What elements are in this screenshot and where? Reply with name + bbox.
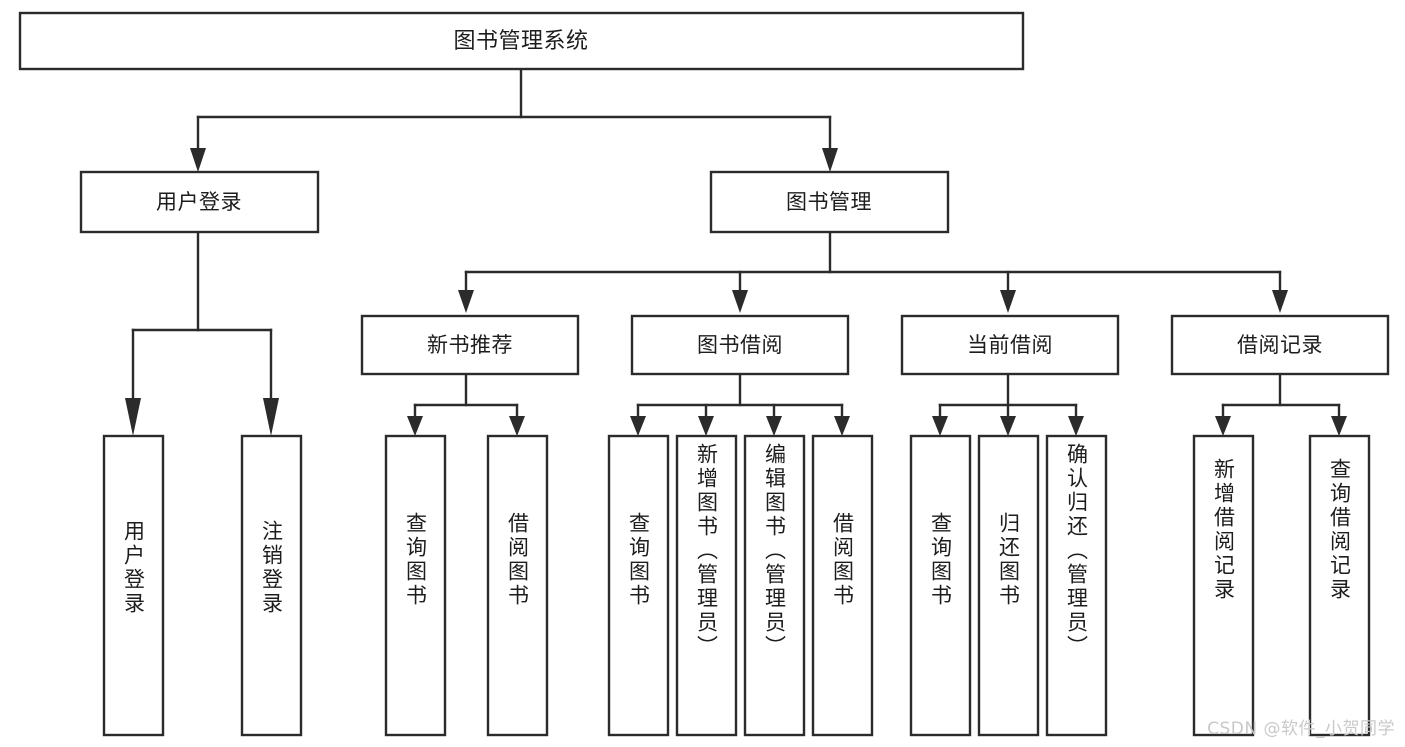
leaf-node-book-borrow-2[interactable] xyxy=(675,434,738,737)
arrow-l3-4 xyxy=(1272,290,1288,313)
node-borrow-record-box[interactable] xyxy=(1170,314,1390,376)
node-root[interactable]: 图书管理系统 xyxy=(18,11,1025,71)
arrow-bb-4 xyxy=(834,416,850,436)
connector-group-user-login xyxy=(125,230,279,436)
connector-group-book-borrow xyxy=(630,371,850,436)
node-root-label: 图书管理系统 xyxy=(453,29,588,54)
leaf-box-current-borrow-2[interactable] xyxy=(977,434,1040,737)
leaf-box-book-borrow-3[interactable] xyxy=(743,434,806,737)
connector-group-new-book xyxy=(407,371,525,436)
arrow-bb-2 xyxy=(698,416,714,436)
arrow-cb-2 xyxy=(1000,416,1016,436)
leaf-box-book-borrow-1[interactable] xyxy=(607,434,670,737)
leaf-node-borrow-record-2[interactable] xyxy=(1308,434,1371,737)
arrow-nb-2 xyxy=(509,416,525,436)
leaf-node-user-login-1[interactable] xyxy=(102,434,165,737)
leaf-node-book-borrow-1[interactable] xyxy=(607,434,670,737)
arrow-ul-2 xyxy=(263,398,279,436)
node-new-book-recommend[interactable]: 新书推荐 xyxy=(360,314,580,376)
connector-group-book-mgmt xyxy=(458,230,1288,313)
leaf-node-user-login-2[interactable] xyxy=(240,434,303,737)
node-book-borrow-label: 图书借阅 xyxy=(697,333,783,357)
node-new-book-recommend-box[interactable] xyxy=(360,314,580,376)
node-user-login-box[interactable] xyxy=(79,170,320,234)
leaf-box-new-book-2[interactable] xyxy=(486,434,549,737)
node-new-book-recommend-label: 新书推荐 xyxy=(427,333,513,357)
leaf-node-borrow-record-1[interactable] xyxy=(1192,434,1255,737)
leaf-box-new-book-1[interactable] xyxy=(384,434,447,737)
connector-group-borrow-record xyxy=(1215,371,1347,436)
leaf-box-book-borrow-2[interactable] xyxy=(675,434,738,737)
leaf-node-new-book-1[interactable] xyxy=(384,434,447,737)
leaf-node-new-book-2[interactable] xyxy=(486,434,549,737)
arrow-book-mgmt xyxy=(822,148,838,172)
arrow-l3-3 xyxy=(1000,290,1016,313)
connector-group-root xyxy=(190,67,838,172)
node-user-login[interactable]: 用户登录 xyxy=(79,170,320,234)
arrow-nb-1 xyxy=(407,416,423,436)
leaf-box-current-borrow-1[interactable] xyxy=(909,434,972,737)
arrow-l3-1 xyxy=(458,290,474,313)
watermark-text: CSDN @软件_小贺同学 xyxy=(1207,719,1395,739)
node-book-management-label: 图书管理 xyxy=(786,190,872,214)
leaf-node-book-borrow-3[interactable] xyxy=(743,434,806,737)
leaf-node-current-borrow-3[interactable] xyxy=(1045,434,1108,737)
arrow-cb-1 xyxy=(932,416,948,436)
node-user-login-label: 用户登录 xyxy=(156,190,242,214)
node-book-borrow[interactable]: 图书借阅 xyxy=(630,314,850,376)
arrow-user-login xyxy=(190,148,206,172)
node-borrow-record-label: 借阅记录 xyxy=(1237,333,1323,357)
leaf-box-user-login-1[interactable] xyxy=(102,434,165,737)
arrow-cb-3 xyxy=(1068,416,1084,436)
node-current-borrow-label: 当前借阅 xyxy=(967,333,1053,357)
node-current-borrow-box[interactable] xyxy=(900,314,1120,376)
leaf-box-borrow-record-1[interactable] xyxy=(1192,434,1255,737)
arrow-bb-3 xyxy=(766,416,782,436)
node-borrow-record[interactable]: 借阅记录 xyxy=(1170,314,1390,376)
leaf-box-borrow-record-2[interactable] xyxy=(1308,434,1371,737)
node-book-management-box[interactable] xyxy=(709,170,950,234)
connector-group-current-borrow xyxy=(932,371,1084,436)
node-current-borrow[interactable]: 当前借阅 xyxy=(900,314,1120,376)
leaf-node-current-borrow-2[interactable] xyxy=(977,434,1040,737)
arrow-bb-1 xyxy=(630,416,646,436)
node-root-box[interactable] xyxy=(18,11,1025,71)
leaf-node-current-borrow-1[interactable] xyxy=(909,434,972,737)
arrow-br-2 xyxy=(1331,416,1347,436)
arrow-ul-1 xyxy=(125,398,141,436)
arrow-br-1 xyxy=(1215,416,1231,436)
arrow-l3-2 xyxy=(732,290,748,313)
leaf-box-book-borrow-4[interactable] xyxy=(811,434,874,737)
leaf-box-user-login-2[interactable] xyxy=(240,434,303,737)
node-book-borrow-box[interactable] xyxy=(630,314,850,376)
leaf-box-current-borrow-3[interactable] xyxy=(1045,434,1108,737)
leaf-node-book-borrow-4[interactable] xyxy=(811,434,874,737)
node-book-management[interactable]: 图书管理 xyxy=(709,170,950,234)
